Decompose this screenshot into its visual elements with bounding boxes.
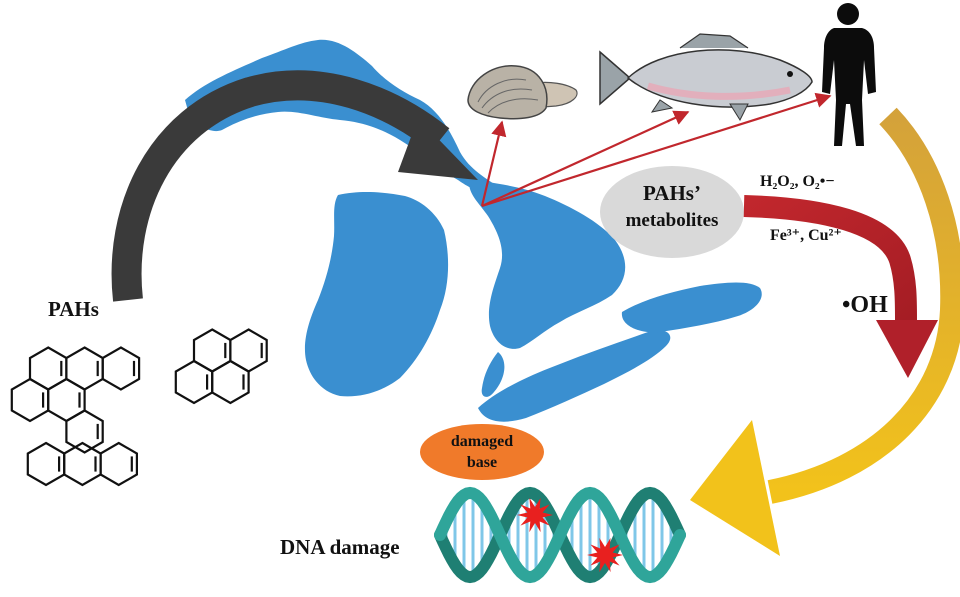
pyrene-ring-4 [229,328,268,373]
damage-spark-1 [517,497,553,533]
metals-label: Fe³⁺, Cu²⁺ [770,227,842,244]
uptake-arrow-human [481,92,832,208]
pahs-metabolites-node: PAHs’ metabolites [600,166,744,258]
pahs-label: PAHs [48,297,99,321]
exposure-arrow [690,107,960,556]
clam-icon [467,65,578,120]
ros-label: H₂O₂, O₂•− [760,173,834,190]
damaged-base-node: damaged base [420,424,544,480]
dna-damage-label: DNA damage [280,535,400,559]
uptake-arrow-clam [480,120,507,207]
benzo-a-pyrene-ring-6 [101,346,141,391]
lake-erie [478,330,671,422]
human-icon [822,3,876,146]
lake-huron [469,180,626,349]
hydroxyl-label: •OH [842,292,888,318]
metabolites-label-line2: metabolites [626,210,719,231]
lake-michigan [304,192,449,397]
dna-helix-icon [434,486,686,584]
oxidation-arrow [743,195,938,378]
lake-ontario [621,282,762,333]
dna-strand-b [434,486,686,584]
fish-icon [599,33,813,122]
uptake-arrow-fish [481,110,690,208]
benzo-a-pyrene-ring-5 [65,409,104,454]
pah-molecules [10,328,268,487]
damaged-label-line1: damaged [451,433,513,450]
pahs-input-arrow [111,70,478,302]
detroit-river [481,352,505,397]
anthracene-ring-3 [99,441,138,487]
damage-spark-2 [587,537,623,573]
metabolites-label-line1: PAHs’ [643,181,701,205]
uptake-arrows [480,92,832,208]
damaged-label-line2: base [467,454,497,471]
